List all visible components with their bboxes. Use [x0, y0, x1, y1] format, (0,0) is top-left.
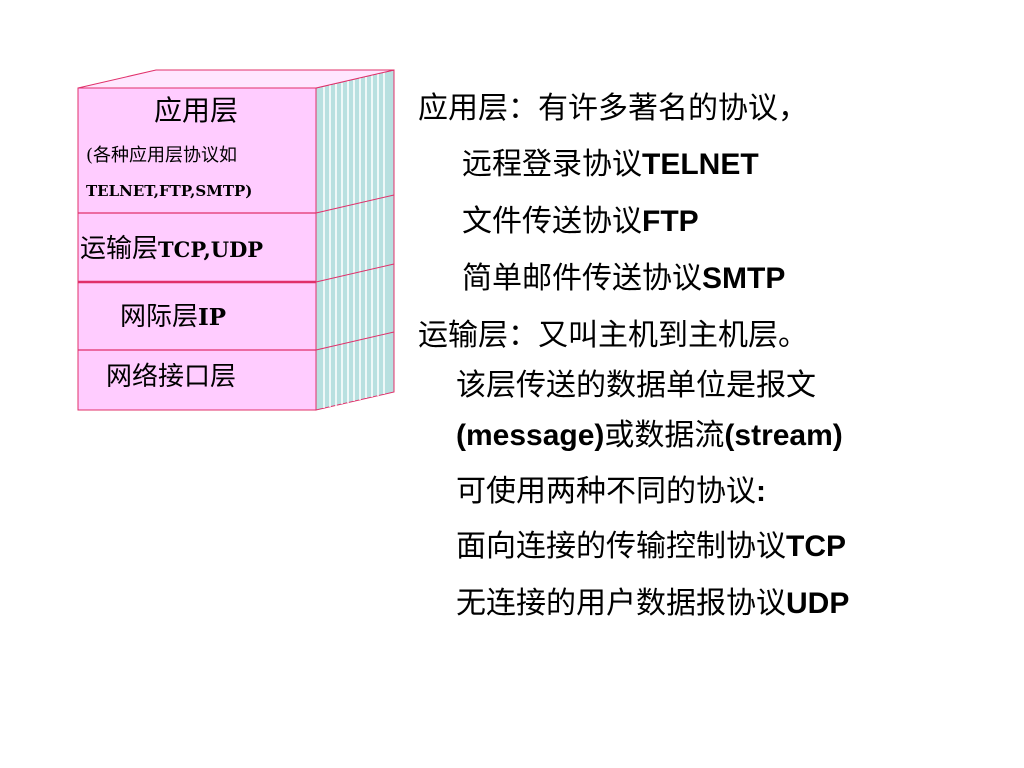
udp-description: 无连接的用户数据报协议 [456, 586, 786, 621]
telnet-name: TELNET [642, 148, 759, 181]
udp-line: 无连接的用户数据报协议UDP [456, 587, 849, 621]
application-layer-title: 应用层 [153, 94, 238, 127]
ftp-description: 文件传送协议 [462, 204, 642, 239]
udp-name: UDP [786, 587, 850, 620]
tcp-description: 面向连接的传输控制协议 [456, 529, 786, 564]
internet-layer-protocol: IP [198, 304, 227, 331]
message-stream-line: (message)或数据流(stream) [456, 419, 843, 453]
application-layer-note-line1: (各种应用层协议如 [86, 145, 238, 166]
message-term: (message) [456, 419, 605, 452]
smtp-line: 简单邮件传送协议SMTP [462, 262, 785, 296]
network-interface-layer-title: 网络接口层 [106, 362, 237, 392]
telnet-description: 远程登录协议 [462, 147, 642, 182]
transport-layer-label: 运输层TCP,UDP [80, 232, 263, 267]
two-protocols-text: 可使用两种不同的协议 [456, 474, 756, 509]
smtp-name: SMTP [702, 262, 786, 295]
two-protocols-line: 可使用两种不同的协议: [456, 475, 766, 509]
ftp-line: 文件传送协议FTP [462, 205, 699, 239]
transport-layer-protocols: TCP,UDP [158, 237, 264, 262]
stack-side-stripes [323, 72, 385, 408]
internet-layer-title: 网际层 [120, 302, 199, 332]
transport-layer-heading: 运输层：又叫主机到主机层。 [418, 318, 808, 353]
stack-side-dividers [315, 194, 395, 351]
data-unit-line: 该层传送的数据单位是报文 [456, 368, 816, 403]
application-layer-note-line2: TELNET,FTP,SMTP) [86, 182, 253, 200]
ftp-name: FTP [642, 205, 699, 238]
stack-side-face [315, 69, 395, 411]
stream-term: (stream) [724, 419, 843, 452]
transport-layer-title: 运输层 [80, 234, 159, 264]
two-protocols-colon: : [756, 475, 766, 508]
internet-layer-label: 网际层IP [120, 300, 226, 335]
tcp-line: 面向连接的传输控制协议TCP [456, 530, 846, 564]
or-data-flow-text: 或数据流 [604, 418, 725, 453]
tcp-name: TCP [786, 530, 846, 563]
application-layer-heading: 应用层：有许多著名的协议， [418, 91, 808, 126]
smtp-description: 简单邮件传送协议 [462, 261, 702, 296]
stack-front-face [77, 87, 317, 411]
telnet-line: 远程登录协议TELNET [462, 148, 759, 182]
stack-front-dividers [78, 212, 316, 351]
